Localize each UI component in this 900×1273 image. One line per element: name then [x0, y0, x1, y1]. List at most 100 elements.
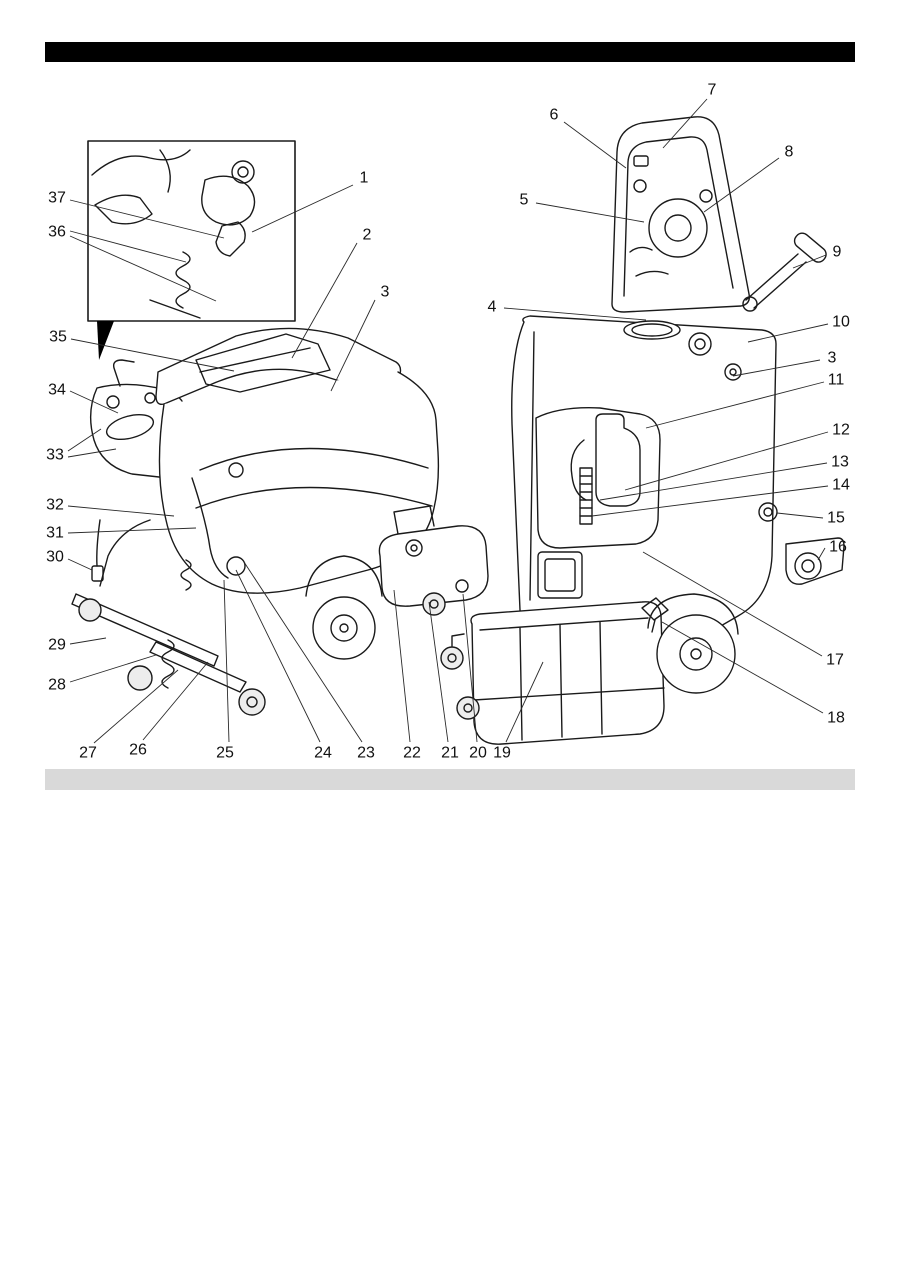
left-machine-illustration	[71, 140, 489, 716]
callout-number-12: 12	[832, 422, 850, 439]
callout-number-16: 16	[829, 539, 847, 556]
leader-line-16	[817, 547, 826, 561]
callout-number-2: 2	[363, 227, 372, 244]
callout-number-23: 23	[357, 745, 375, 762]
callout-number-28: 28	[48, 677, 66, 694]
caster-wheel	[238, 688, 266, 716]
leader-line-35	[70, 338, 235, 372]
callout-number-7: 7	[708, 82, 717, 99]
callout-number-3: 3	[381, 284, 390, 301]
leader-line-2	[291, 242, 358, 359]
side-attachments	[758, 502, 845, 585]
callout-number-19: 19	[493, 745, 511, 762]
front-panel	[537, 551, 583, 599]
level-indicator	[579, 467, 593, 525]
brush-head	[440, 601, 665, 745]
callout-number-25: 25	[216, 745, 234, 762]
inset-detail-box	[87, 140, 296, 360]
leader-line-22	[393, 589, 411, 743]
callout-number-20: 20	[469, 745, 487, 762]
leader-line-21	[428, 601, 449, 743]
callout-labels: 1234567891031112131415161718192021222324…	[46, 82, 850, 762]
leader-line-17	[642, 551, 823, 657]
footer-bar	[45, 769, 855, 790]
leader-line-5	[535, 202, 645, 223]
callout-number-30: 30	[46, 549, 64, 566]
filler-cap	[688, 332, 712, 356]
callout-number-14: 14	[832, 477, 850, 494]
leader-line-27	[93, 669, 179, 744]
caster-wheel	[456, 696, 480, 720]
leader-line-23	[243, 561, 363, 743]
drive-wheel	[647, 593, 739, 694]
caster-wheel	[440, 646, 464, 670]
leader-line-36	[69, 230, 187, 263]
leader-line-3	[732, 359, 821, 377]
callout-number-27: 27	[79, 745, 97, 762]
callout-number-17: 17	[826, 652, 844, 669]
callout-number-24: 24	[314, 745, 332, 762]
leader-line-33	[67, 428, 102, 452]
leader-line-28	[69, 654, 157, 683]
leader-line-26	[142, 661, 209, 741]
pedal	[641, 597, 669, 633]
leader-line-9	[792, 254, 827, 269]
leader-line-4	[503, 307, 647, 321]
top-header-bar	[45, 42, 855, 62]
leader-line-33	[67, 448, 117, 458]
callout-number-13: 13	[831, 454, 849, 471]
hose-coupling	[226, 556, 246, 576]
leader-line-25	[223, 579, 230, 743]
handle-grip	[793, 232, 827, 263]
callout-number-31: 31	[46, 525, 64, 542]
callout-number-10: 10	[832, 314, 850, 331]
callout-number-3: 3	[828, 350, 837, 367]
latch-lever-detail	[215, 221, 246, 257]
push-handle	[742, 232, 827, 312]
callout-number-9: 9	[833, 244, 842, 261]
leader-line-36	[69, 235, 217, 302]
callout-number-21: 21	[441, 745, 459, 762]
callout-number-4: 4	[488, 299, 497, 316]
vacuum-filter	[648, 198, 708, 258]
unit-wheel	[422, 592, 446, 616]
callout-number-29: 29	[48, 637, 66, 654]
rear-wheel	[305, 555, 383, 660]
leader-line-18	[661, 621, 824, 714]
detergent-bottle	[595, 413, 641, 507]
leader-line-11	[645, 381, 825, 429]
leader-line-14	[591, 485, 829, 517]
callout-number-8: 8	[785, 144, 794, 161]
leader-line-1	[251, 184, 354, 233]
leader-line-13	[599, 462, 828, 501]
leader-line-12	[624, 431, 829, 491]
leader-line-15	[776, 512, 824, 519]
leader-line-19	[505, 661, 544, 743]
grip-handle	[105, 413, 155, 441]
lid-recess	[195, 333, 331, 393]
roller-wheel	[78, 598, 102, 622]
suction-bar-unit	[378, 505, 489, 616]
squeegee-assembly	[71, 519, 266, 716]
leader-line-8	[703, 157, 780, 213]
spring	[161, 639, 175, 689]
callout-number-11: 11	[828, 372, 845, 389]
leader-line-29	[69, 637, 107, 645]
callout-number-15: 15	[827, 510, 845, 527]
leader-line-31	[67, 527, 197, 534]
machine-body-left	[158, 371, 440, 594]
callout-number-33: 33	[46, 447, 64, 464]
callout-number-18: 18	[827, 710, 845, 727]
leader-line-32	[67, 505, 175, 517]
callout-number-35: 35	[49, 329, 67, 346]
leader-line-24	[235, 569, 321, 743]
callout-number-1: 1	[360, 170, 369, 187]
callout-number-26: 26	[129, 742, 147, 759]
callout-number-37: 37	[48, 190, 66, 207]
leader-line-6	[563, 121, 627, 169]
callout-number-5: 5	[520, 192, 529, 209]
callout-number-6: 6	[550, 107, 559, 124]
right-machine-illustration	[440, 116, 845, 745]
leader-line-7	[662, 98, 708, 149]
